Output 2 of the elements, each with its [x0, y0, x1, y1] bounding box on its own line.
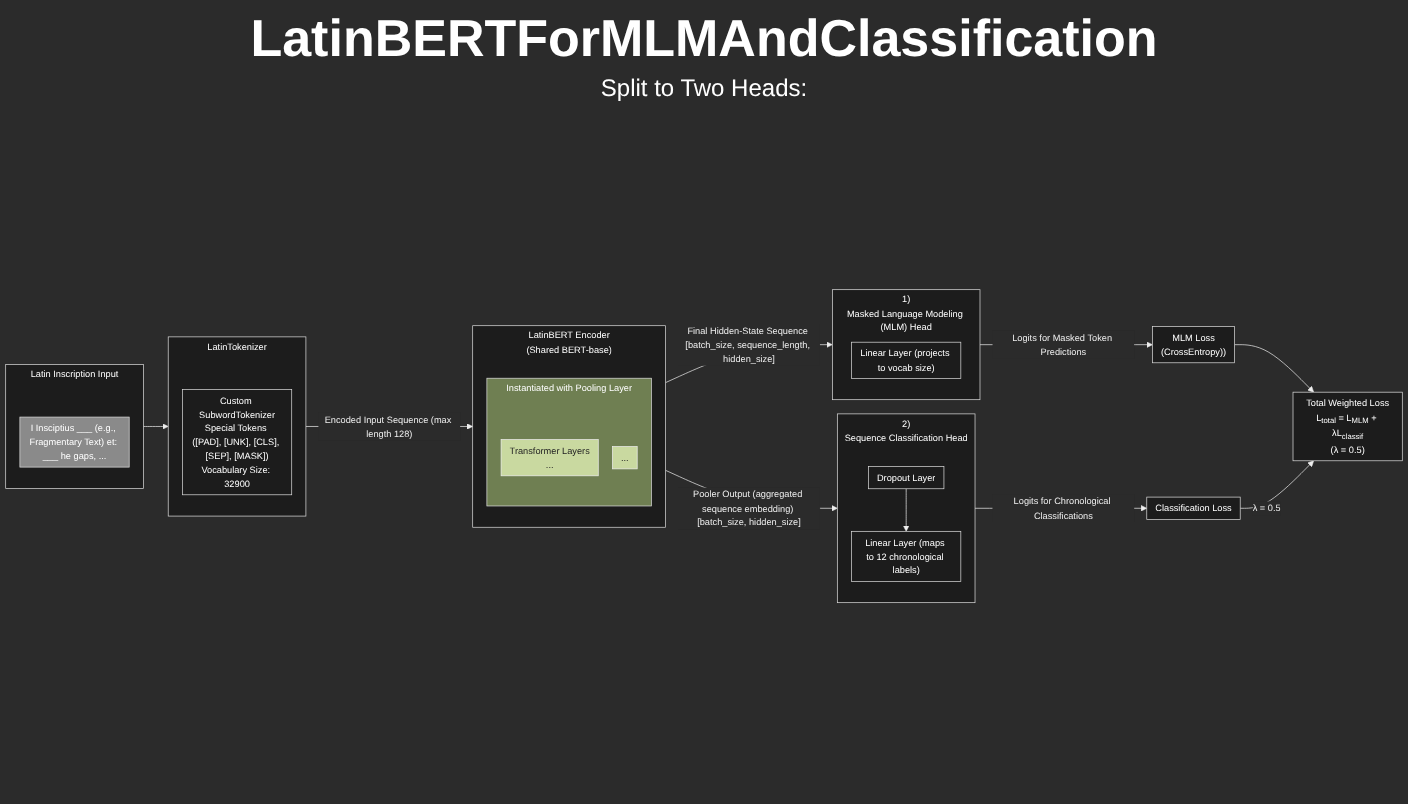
diagram-title: LatinBERTForMLMAndClassification: [248, 8, 1160, 70]
note-text: Split to Two Heads:: [600, 74, 808, 102]
